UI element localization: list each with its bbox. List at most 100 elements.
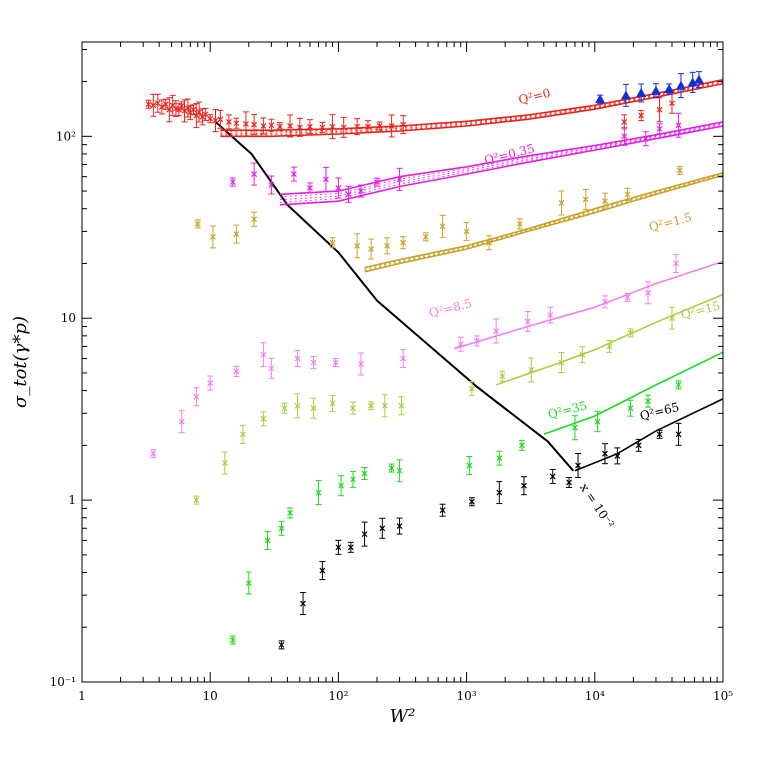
marker-cross — [486, 239, 493, 246]
data-point — [627, 399, 634, 417]
marker-cross — [493, 328, 500, 334]
data-point — [571, 415, 578, 441]
data-point — [376, 121, 383, 131]
data-point — [181, 99, 188, 123]
data-point — [193, 387, 200, 407]
series-label: Q²=0 — [517, 86, 552, 107]
marker-cross — [516, 220, 523, 227]
marker-cross — [287, 123, 294, 129]
data-point — [287, 507, 294, 519]
marker-triangle — [687, 77, 698, 87]
data-point — [473, 335, 480, 347]
marker-cross — [457, 341, 464, 348]
data-point — [361, 521, 368, 547]
data-point — [624, 292, 631, 302]
marker-cross — [575, 462, 581, 469]
marker-cross — [466, 462, 473, 469]
marker-cross — [400, 355, 407, 362]
marker-cross — [614, 452, 621, 459]
marker-cross — [579, 351, 586, 358]
marker-cross — [549, 473, 556, 480]
marker-cross — [499, 373, 506, 380]
data-point — [547, 306, 554, 324]
marker-cross — [350, 405, 356, 412]
marker-cross — [150, 450, 157, 457]
x-boundary-label: x = 10⁻² — [577, 481, 617, 531]
data-point — [439, 503, 446, 517]
marker-cross — [606, 343, 613, 350]
marker-cross — [319, 124, 326, 131]
marker-cross — [656, 431, 663, 438]
marker-cross — [158, 104, 165, 110]
marker-cross — [190, 106, 197, 113]
data-point — [193, 495, 200, 505]
data-point — [207, 375, 214, 391]
data-point — [468, 381, 475, 397]
marker-cross — [212, 117, 219, 124]
marker-cross — [602, 298, 608, 305]
data-point — [579, 346, 586, 364]
data-point — [212, 109, 219, 133]
data-point — [202, 107, 209, 121]
y-tick-label: 1 — [68, 493, 76, 507]
data-point — [398, 396, 405, 416]
data-point — [400, 236, 407, 250]
marker-cross — [287, 510, 294, 516]
data-point — [196, 101, 203, 123]
marker-cross — [374, 179, 380, 186]
data-point — [606, 339, 613, 353]
marker-cross — [260, 351, 267, 358]
data-point — [225, 114, 232, 130]
data-point — [675, 422, 682, 446]
data-point — [381, 394, 388, 418]
data-point — [621, 114, 628, 130]
marker-cross — [233, 231, 240, 238]
data-point — [468, 497, 475, 507]
data-point — [675, 380, 682, 390]
y-tick-label: 10² — [56, 129, 76, 143]
marker-cross — [473, 338, 480, 344]
x-boundary-line — [214, 121, 575, 472]
marker-cross — [558, 359, 565, 366]
data-point — [229, 635, 236, 645]
data-point — [621, 126, 628, 146]
data-point — [268, 118, 275, 132]
marker-cross — [396, 176, 403, 183]
data-point — [676, 165, 683, 175]
data-point — [627, 328, 634, 338]
data-point — [496, 481, 503, 505]
data-point — [595, 94, 606, 104]
marker-cross — [379, 525, 386, 532]
data-point — [242, 111, 249, 137]
data-point — [379, 517, 386, 539]
marker-cross — [673, 260, 679, 267]
marker-cross — [368, 246, 375, 252]
data-point — [281, 402, 288, 414]
data-point — [319, 121, 326, 133]
data-point — [499, 370, 506, 382]
marker-cross — [524, 318, 531, 325]
marker-cross — [229, 179, 236, 186]
marker-cross — [221, 460, 228, 466]
data-point — [675, 73, 686, 99]
data-point — [251, 114, 258, 136]
marker-cross — [264, 537, 271, 544]
data-point — [664, 83, 675, 95]
data-point — [694, 71, 705, 89]
marker-cross — [345, 191, 352, 198]
data-point — [329, 237, 336, 249]
marker-cross — [329, 239, 336, 246]
marker-cross — [268, 182, 275, 188]
marker-cross — [332, 359, 339, 366]
data-point — [656, 429, 663, 439]
data-point — [524, 310, 531, 332]
data-point — [239, 424, 246, 444]
fit-upper — [364, 172, 724, 269]
marker-cross — [319, 567, 326, 574]
marker-triangle — [620, 90, 631, 100]
data-point — [636, 83, 647, 103]
data-point — [162, 98, 169, 110]
fit-lower — [220, 82, 724, 138]
marker-cross — [496, 489, 503, 496]
marker-cross — [226, 118, 232, 125]
